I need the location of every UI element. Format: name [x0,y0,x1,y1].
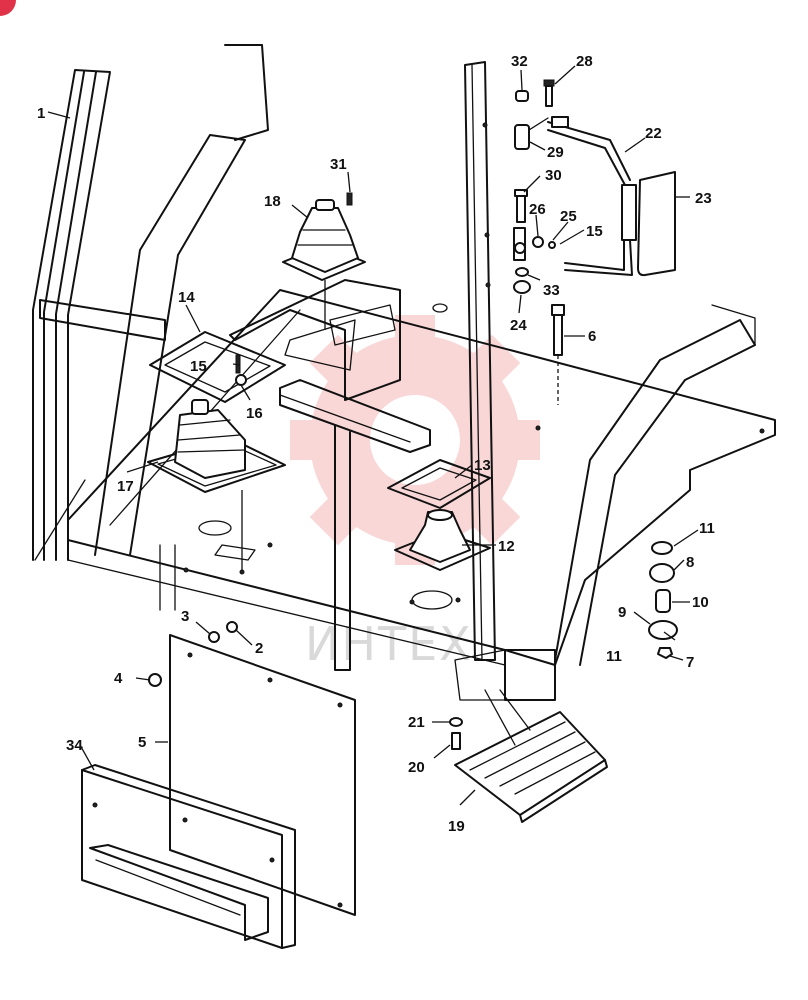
callout-32: 32 [511,53,528,70]
callout-17: 17 [117,478,134,495]
callout-labels: 1 2 3 4 5 6 7 8 9 10 11 11 12 13 14 15 1… [37,53,715,835]
callout-18: 18 [264,193,281,210]
callout-34: 34 [66,737,83,754]
bolt-6 [551,304,565,405]
callout-11-bottom: 11 [606,648,622,665]
control-console [229,279,448,401]
right-side-rail [454,304,756,701]
rubber-mount-stack [648,541,678,659]
callout-30: 30 [545,167,562,184]
callout-9: 9 [618,604,626,621]
callout-21: 21 [408,714,425,731]
cab-frame-left [32,44,269,561]
cover-34 [81,764,296,949]
callout-25: 25 [560,208,577,225]
callout-7: 7 [686,654,694,671]
callout-15-left: 15 [190,358,207,375]
panel-5 [169,634,356,916]
plate-14 [149,331,286,403]
corner-badge [0,0,16,16]
mirror-assembly [547,116,676,277]
callout-12: 12 [498,538,515,555]
callout-1: 1 [37,105,45,122]
callout-16: 16 [246,405,263,422]
mirror-hardware [513,79,556,294]
callout-33: 33 [543,282,560,299]
boot-18 [282,192,366,330]
boot-17 [147,399,286,570]
screw-20-washer-21 [449,717,463,750]
callout-19: 19 [448,818,465,835]
watermark-text: ИНТЕХ [305,617,473,671]
callout-10: 10 [692,594,709,611]
callout-5: 5 [138,734,146,751]
callout-26: 26 [529,201,546,218]
callout-2: 2 [255,640,263,657]
plate-13 [387,459,491,509]
fasteners-2-3-4 [148,621,238,687]
callout-6: 6 [588,328,596,345]
callout-24: 24 [510,317,527,334]
rear-post [464,61,496,661]
step-19 [454,689,608,823]
callout-29: 29 [547,144,564,161]
boot-12 [394,509,491,571]
callout-22: 22 [645,125,662,142]
callout-28: 28 [576,53,593,70]
callout-11-top: 11 [699,520,715,537]
watermark-gear [290,315,540,565]
callout-15-right: 15 [586,223,603,240]
callout-leaders [47,65,699,806]
callout-31: 31 [330,156,347,173]
callout-3: 3 [181,608,189,625]
callout-14: 14 [178,289,195,306]
callout-8: 8 [686,554,694,571]
cross-beam [279,379,431,671]
callout-23: 23 [695,190,712,207]
callout-13: 13 [474,457,491,474]
callout-4: 4 [114,670,123,687]
callout-20: 20 [408,759,425,776]
